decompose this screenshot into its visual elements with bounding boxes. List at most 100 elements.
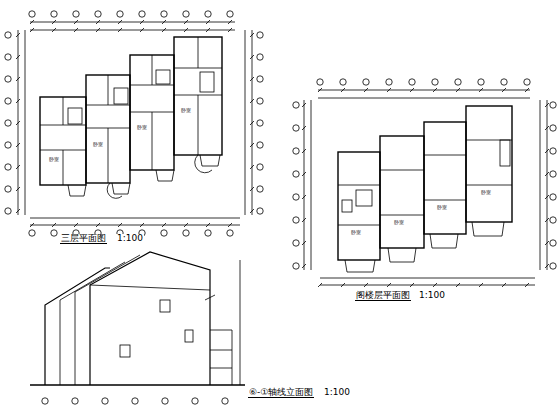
dimension-tick bbox=[16, 209, 20, 213]
axis-bubble bbox=[222, 398, 228, 404]
room-name: 卧室 bbox=[393, 220, 405, 225]
dimension-tick bbox=[525, 88, 529, 92]
dimension-tick bbox=[96, 223, 100, 227]
axis-bubble bbox=[317, 79, 323, 85]
dimension-tick bbox=[433, 88, 437, 92]
axis-bubble bbox=[72, 398, 78, 404]
axis-bubble bbox=[293, 194, 299, 200]
dimension-tick bbox=[302, 172, 306, 176]
room-name: 卧室 bbox=[480, 190, 492, 195]
plan-title: 阁楼层平面图 bbox=[355, 291, 411, 301]
axis-bubble bbox=[524, 79, 530, 85]
axis-bubble bbox=[139, 11, 145, 17]
dimension-tick bbox=[302, 264, 306, 268]
dimension-tick bbox=[52, 28, 56, 32]
axis-bubble bbox=[5, 164, 11, 170]
dimension-tick bbox=[140, 28, 144, 32]
axis-bubble bbox=[5, 120, 11, 126]
axis-bubble bbox=[132, 398, 138, 404]
dimension-tick bbox=[302, 218, 306, 222]
dimension-tick bbox=[302, 149, 306, 153]
axis-bubble bbox=[117, 11, 123, 17]
axis-bubble bbox=[550, 263, 556, 269]
side-elevation bbox=[30, 252, 245, 385]
dimension-tick bbox=[16, 121, 20, 125]
dimension-tick bbox=[318, 283, 322, 287]
axis-bubble bbox=[51, 11, 57, 17]
axis-bubble bbox=[293, 217, 299, 223]
dimension-tick bbox=[545, 241, 549, 245]
dimension-ticks-and-axis-bubbles bbox=[5, 11, 556, 404]
axis-bubble bbox=[183, 11, 189, 17]
dimension-tick bbox=[302, 103, 306, 107]
axis-bubble bbox=[5, 208, 11, 214]
dimension-tick bbox=[250, 121, 254, 125]
axis-bubble bbox=[363, 79, 369, 85]
dimension-tick bbox=[479, 88, 483, 92]
axis-bubble bbox=[293, 171, 299, 177]
dimension-tick bbox=[162, 20, 166, 24]
room-name: 卧室 bbox=[92, 142, 104, 147]
dimension-tick bbox=[162, 223, 166, 227]
axis-bubble bbox=[257, 186, 263, 192]
dimension-tick bbox=[16, 143, 20, 147]
axis-bubble bbox=[183, 230, 189, 236]
axis-bubble bbox=[5, 54, 11, 60]
plan-title: 三层平面图 bbox=[60, 234, 107, 244]
axis-bubble bbox=[257, 54, 263, 60]
dimension-tick bbox=[302, 195, 306, 199]
dimension-tick bbox=[162, 28, 166, 32]
axis-bubble bbox=[550, 194, 556, 200]
axis-bubble bbox=[51, 230, 57, 236]
dimension-tick bbox=[341, 88, 345, 92]
attic-floor-plan bbox=[304, 90, 547, 285]
axis-bubble bbox=[227, 230, 233, 236]
scale-note: 1:100 bbox=[323, 388, 351, 397]
axis-bubble bbox=[161, 230, 167, 236]
dimension-tick bbox=[318, 88, 322, 92]
dimension-tick bbox=[30, 20, 34, 24]
room-name: 卧室 bbox=[180, 108, 192, 113]
dimension-tick bbox=[16, 165, 20, 169]
axis-bubble bbox=[227, 11, 233, 17]
dimension-tick bbox=[456, 88, 460, 92]
axis-bubble bbox=[257, 164, 263, 170]
dimension-tick bbox=[16, 99, 20, 103]
axis-bubble bbox=[257, 208, 263, 214]
axis-bubble bbox=[257, 142, 263, 148]
dimension-tick bbox=[502, 283, 506, 287]
dimension-tick bbox=[228, 223, 232, 227]
axis-bubble bbox=[550, 102, 556, 108]
dimension-tick bbox=[228, 28, 232, 32]
dimension-tick bbox=[250, 33, 254, 37]
axis-bubble bbox=[5, 98, 11, 104]
axis-bubble bbox=[257, 98, 263, 104]
axis-bubble bbox=[73, 11, 79, 17]
axis-bubble bbox=[501, 79, 507, 85]
dimension-tick bbox=[433, 283, 437, 287]
dimension-tick bbox=[118, 223, 122, 227]
dimension-tick bbox=[140, 223, 144, 227]
room-name: 卧室 bbox=[48, 157, 60, 162]
axis-bubble bbox=[5, 186, 11, 192]
dimension-tick bbox=[545, 172, 549, 176]
axis-bubble bbox=[293, 240, 299, 246]
axis-bubble bbox=[257, 32, 263, 38]
dimension-tick bbox=[74, 28, 78, 32]
axis-bubble bbox=[550, 148, 556, 154]
dimension-tick bbox=[184, 28, 188, 32]
axis-bubble bbox=[29, 11, 35, 17]
axis-bubble bbox=[386, 79, 392, 85]
dimension-tick bbox=[52, 223, 56, 227]
dimension-tick bbox=[16, 187, 20, 191]
dimension-tick bbox=[341, 283, 345, 287]
elevation-title: ⑥-①轴线立面图 bbox=[248, 388, 314, 398]
axis-bubble bbox=[205, 230, 211, 236]
axis-bubble bbox=[550, 125, 556, 131]
dimension-tick bbox=[502, 88, 506, 92]
axis-bubble bbox=[192, 398, 198, 404]
axis-bubble bbox=[293, 102, 299, 108]
axis-bubble bbox=[205, 11, 211, 17]
